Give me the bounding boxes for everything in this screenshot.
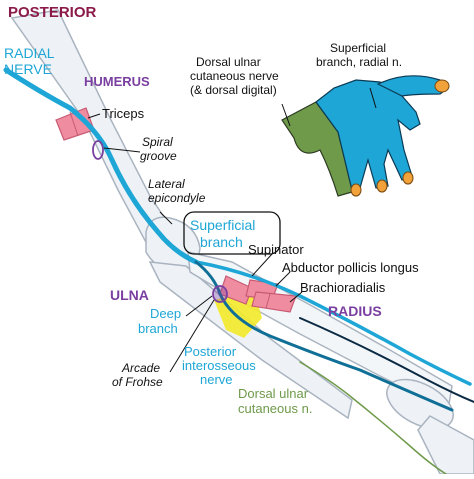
hand-inset xyxy=(281,75,450,197)
title: POSTERIOR xyxy=(8,4,97,21)
radial-nerve xyxy=(3,67,199,265)
label-hand-dorsal-ulnar-2: cutaneous nerve xyxy=(190,69,279,83)
label-abductor-pollicis-longus: Abductor pollicis longus xyxy=(282,260,419,275)
leader-lines xyxy=(87,87,377,373)
fingertip-thumb xyxy=(434,79,450,93)
label-dorsal-ulnar-bottom-1: Dorsal ulnar xyxy=(238,386,309,401)
label-posterior-interosseous-3: nerve xyxy=(200,372,233,387)
label-hand-superficial-2: branch, radial n. xyxy=(316,55,402,69)
brachioradialis-muscle xyxy=(251,291,297,313)
fingertip-ring xyxy=(350,183,362,197)
fingertip-index xyxy=(402,171,414,185)
label-deep-branch-1: Deep xyxy=(150,306,181,321)
label-radius: RADIUS xyxy=(328,303,382,319)
label-spiral-groove-1: Spiral xyxy=(142,135,173,149)
label-spiral-groove-2: groove xyxy=(140,149,177,163)
label-radial-nerve-2: NERVE xyxy=(4,61,52,77)
spiral-groove-marker xyxy=(92,140,104,160)
superficial-branch-nerve xyxy=(194,260,472,386)
supinator-muscle xyxy=(219,275,253,305)
deep-branch-nerve xyxy=(194,260,454,412)
label-humerus: HUMERUS xyxy=(84,74,150,89)
label-hand-superficial-1: Superficial xyxy=(330,41,386,55)
label-posterior-interosseous-2: interosseous xyxy=(182,358,256,373)
nerves xyxy=(3,67,474,475)
label-radial-nerve-1: RADIAL xyxy=(4,45,55,61)
label-brachioradialis: Brachioradialis xyxy=(300,280,386,295)
label-hand-dorsal-ulnar-1: Dorsal ulnar xyxy=(196,55,261,69)
label-posterior-interosseous-1: Posterior xyxy=(184,344,237,359)
posterior-interosseous-distal xyxy=(299,317,474,403)
dorsal-ulnar-cutaneous-nerve xyxy=(299,361,447,475)
label-supinator: Supinator xyxy=(248,242,304,257)
fingertip-middle xyxy=(376,179,388,193)
label-hand-dorsal-ulnar-3: (& dorsal digital) xyxy=(190,83,277,97)
label-lateral-epicondyle-2: epicondyle xyxy=(148,191,206,205)
hand-dorsal-ulnar-area xyxy=(281,101,353,197)
label-lateral-epicondyle-1: Lateral xyxy=(148,177,185,191)
label-dorsal-ulnar-bottom-2: cutaneous n. xyxy=(238,401,312,416)
label-triceps: Triceps xyxy=(102,106,145,121)
label-arcade-2: of Frohse xyxy=(112,375,163,389)
arcade-of-frohse-marker xyxy=(212,285,228,303)
label-deep-branch-2: branch xyxy=(138,321,178,336)
superficial-branch-label-box xyxy=(183,211,281,255)
label-ulna: ULNA xyxy=(110,287,149,303)
metacarpals xyxy=(417,415,474,475)
bones xyxy=(10,9,474,475)
wrist-carpals xyxy=(386,378,454,430)
label-arcade-1: Arcade xyxy=(121,361,160,375)
label-superficial-branch-1: Superficial xyxy=(190,217,255,233)
label-superficial-branch-2: branch xyxy=(200,234,243,250)
